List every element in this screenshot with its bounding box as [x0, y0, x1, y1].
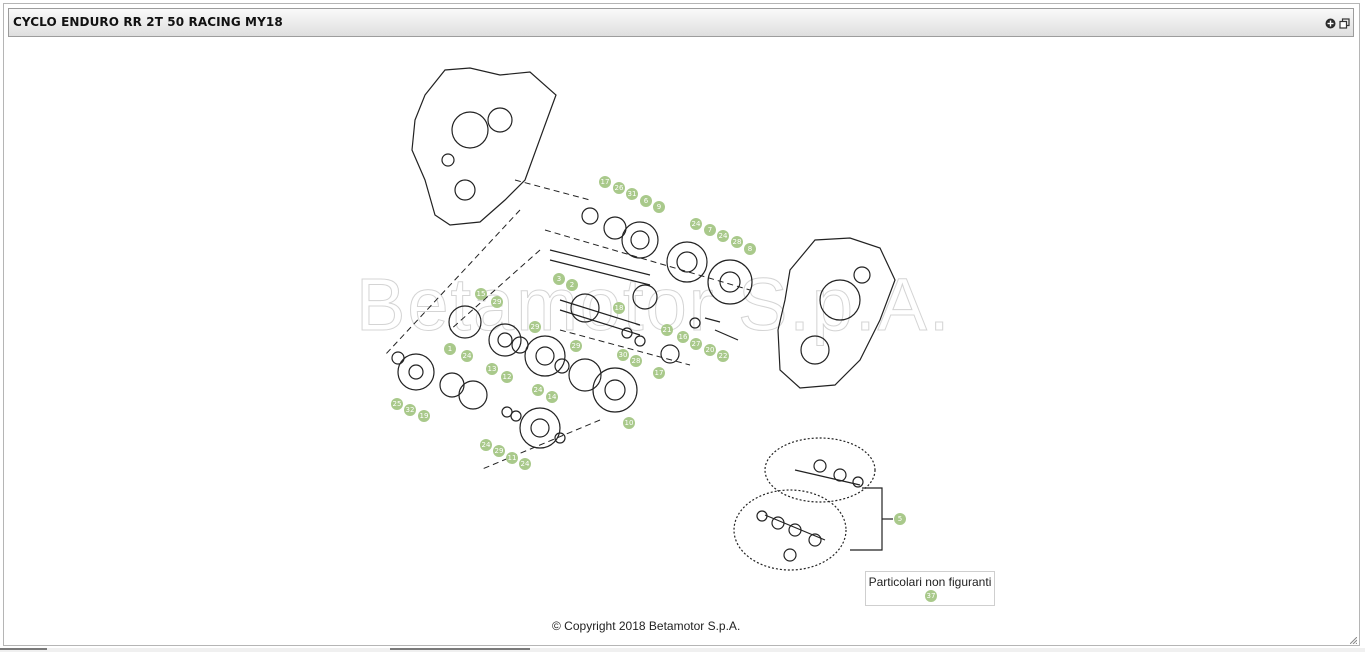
- callout[interactable]: 11: [506, 452, 518, 464]
- callout[interactable]: 29: [493, 445, 505, 457]
- callout[interactable]: 9: [653, 201, 665, 213]
- page-title: CYCLO ENDURO RR 2T 50 RACING MY18: [13, 15, 283, 29]
- callout[interactable]: 28: [630, 355, 642, 367]
- callout[interactable]: 18: [613, 302, 625, 314]
- callout[interactable]: 24: [690, 218, 702, 230]
- callout[interactable]: 29: [529, 321, 541, 333]
- callout[interactable]: 12: [501, 371, 513, 383]
- popout-icon[interactable]: [1339, 18, 1350, 29]
- scrollbar-segment: [0, 648, 47, 650]
- not-shown-label: Particolari non figuranti: [868, 575, 992, 589]
- callout[interactable]: 28: [731, 236, 743, 248]
- callout[interactable]: 1: [444, 343, 456, 355]
- callout[interactable]: 19: [418, 410, 430, 422]
- watermark: Betamotor S.p.A.: [356, 263, 952, 347]
- callout[interactable]: 17: [653, 367, 665, 379]
- callout[interactable]: 10: [623, 417, 635, 429]
- callout[interactable]: 24: [519, 458, 531, 470]
- callout[interactable]: 27: [690, 338, 702, 350]
- callout[interactable]: 29: [570, 340, 582, 352]
- callout[interactable]: 24: [480, 439, 492, 451]
- plus-circle-icon[interactable]: [1325, 18, 1336, 29]
- callout[interactable]: 3: [553, 273, 565, 285]
- callout[interactable]: 32: [404, 404, 416, 416]
- viewer-frame: [3, 3, 1360, 646]
- callout[interactable]: 15: [475, 288, 487, 300]
- resize-grip-icon[interactable]: [1350, 637, 1357, 644]
- callout[interactable]: 6: [640, 195, 652, 207]
- callout[interactable]: 21: [661, 324, 673, 336]
- callout[interactable]: 14: [546, 391, 558, 403]
- callout[interactable]: 5: [894, 513, 906, 525]
- callout[interactable]: 30: [617, 349, 629, 361]
- panel-titlebar: CYCLO ENDURO RR 2T 50 RACING MY18: [8, 8, 1354, 37]
- callout[interactable]: 24: [717, 230, 729, 242]
- callout[interactable]: 24: [532, 384, 544, 396]
- callout[interactable]: 37: [925, 590, 937, 602]
- copyright-text: © Copyright 2018 Betamotor S.p.A.: [552, 619, 741, 633]
- callout[interactable]: 7: [704, 224, 716, 236]
- callout[interactable]: 24: [461, 350, 473, 362]
- callout[interactable]: 2: [566, 279, 578, 291]
- bottom-scrollbar[interactable]: [0, 648, 1365, 652]
- callout[interactable]: 17: [599, 176, 611, 188]
- callout[interactable]: 13: [486, 363, 498, 375]
- callout[interactable]: 22: [717, 350, 729, 362]
- callout[interactable]: 31: [626, 188, 638, 200]
- callout[interactable]: 29: [491, 296, 503, 308]
- callout[interactable]: 25: [391, 398, 403, 410]
- crankcase-right-part: [777, 237, 896, 389]
- not-shown-parts-box: Particolari non figuranti 37: [865, 571, 995, 606]
- crankcase-left-part: [411, 67, 557, 226]
- scrollbar-segment: [390, 648, 530, 650]
- callout[interactable]: 20: [704, 344, 716, 356]
- callout[interactable]: 16: [677, 331, 689, 343]
- callout[interactable]: 8: [744, 243, 756, 255]
- callout[interactable]: 26: [613, 182, 625, 194]
